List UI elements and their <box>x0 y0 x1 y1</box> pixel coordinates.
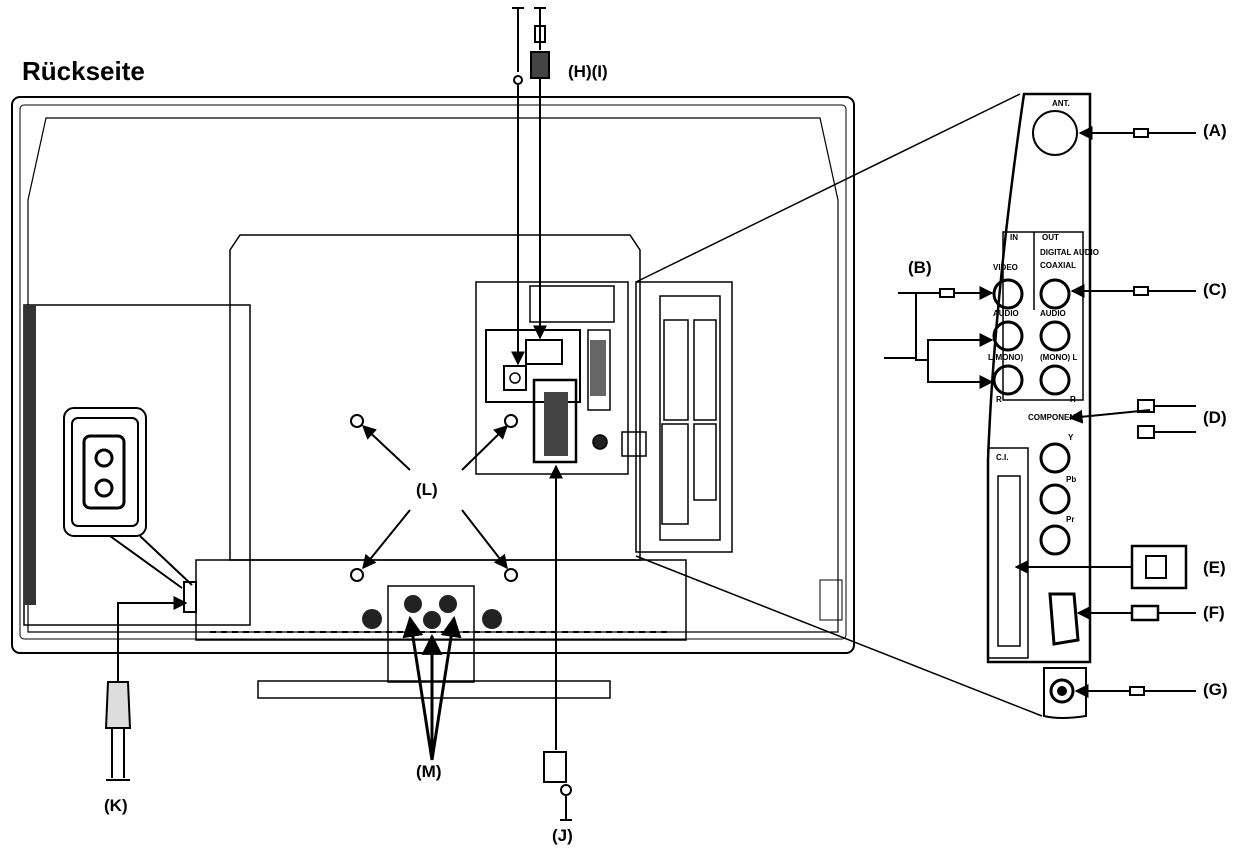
page-title: Rückseite <box>22 56 145 86</box>
r-out-label: R <box>1070 395 1076 404</box>
label-c: (C) <box>1203 280 1227 299</box>
label-b: (B) <box>908 258 932 277</box>
label-a: (A) <box>1203 121 1227 140</box>
label-g: (G) <box>1203 680 1228 699</box>
label-hi: (H)(I) <box>568 62 608 81</box>
mono-l-out-label: (MONO) L <box>1040 353 1077 362</box>
label-j: (J) <box>552 826 573 845</box>
tv-body <box>11 96 855 699</box>
label-d: (D) <box>1203 408 1227 427</box>
component-label: COMPONENT <box>1028 413 1080 422</box>
in-label: IN <box>1010 233 1018 242</box>
r-in-label: R <box>996 395 1002 404</box>
side-panel <box>986 92 1092 719</box>
audio-out-label: AUDIO <box>1040 309 1066 318</box>
label-f: (F) <box>1203 603 1225 622</box>
video-label: VIDEO <box>993 263 1018 272</box>
panel-text: ANT. IN OUT VIDEO DIGITAL AUDIO COAXIAL … <box>988 99 1099 524</box>
label-m: (M) <box>416 762 442 781</box>
coaxial-label: COAXIAL <box>1040 261 1076 270</box>
ci-label: C.I. <box>996 453 1008 462</box>
label-e: (E) <box>1203 558 1226 577</box>
digital-audio-label: DIGITAL AUDIO <box>1040 248 1099 257</box>
terminal-board <box>475 281 733 553</box>
out-label: OUT <box>1042 233 1059 242</box>
k-cable <box>104 596 188 781</box>
side-cables <box>884 126 1196 698</box>
j-cable <box>543 464 572 821</box>
mount-holes <box>350 414 518 582</box>
pb-label: Pb <box>1066 475 1076 484</box>
pr-label: Pr <box>1066 515 1074 524</box>
stand-arrows <box>402 615 462 761</box>
mono-l-in-label: L(MONO) <box>988 353 1023 362</box>
power-socket <box>63 407 197 613</box>
label-k: (K) <box>104 796 128 815</box>
stand-screws <box>362 595 502 629</box>
ant-label: ANT. <box>1052 99 1070 108</box>
mount-lines <box>361 425 509 570</box>
hi-cables <box>511 7 550 366</box>
label-l: (L) <box>416 480 438 499</box>
audio-in-label: AUDIO <box>993 309 1019 318</box>
y-label: Y <box>1068 433 1074 442</box>
zoom-lines <box>635 93 1043 717</box>
